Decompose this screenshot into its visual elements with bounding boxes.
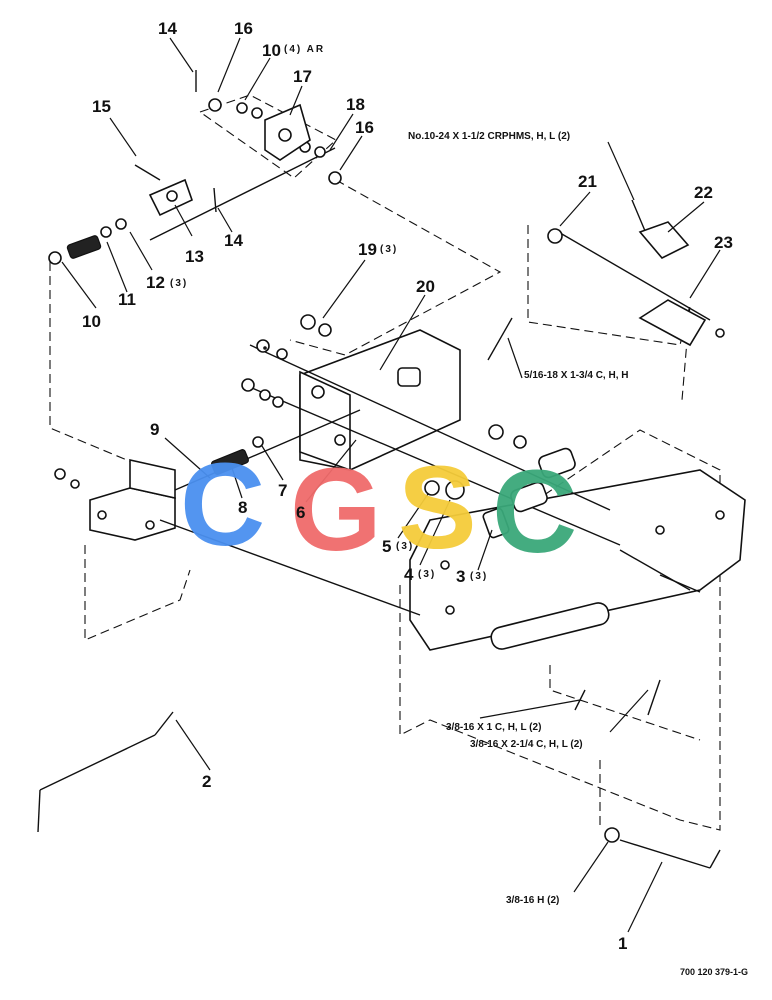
note-bolt-5-16: 5/16-18 X 1-3/4 C, H, H [524,370,629,381]
note-screw-10-24: No.10-24 X 1-1/2 CRPHMS, H, L (2) [408,131,570,142]
callout-2: 2 [202,772,211,791]
callout-5: 5 [382,537,391,556]
callout-5-qty: (3) [396,541,414,552]
yoke-17 [264,103,311,161]
callout-1: 1 [618,934,627,953]
callout-3: 3 [456,567,465,586]
callout-14-top: 14 [158,19,177,38]
callout-16-top: 16 [234,19,253,38]
spring-11 [66,235,102,259]
callout-8: 8 [238,498,247,517]
watermark-letter-g: G [290,444,382,576]
washers [48,98,563,500]
callout-11: 11 [118,290,136,309]
callout-4-qty: (3) [418,569,436,580]
watermark-letter-c2: C [492,446,577,578]
callout-18: 18 [346,95,365,114]
callout-22: 22 [694,183,713,202]
callout-21: 21 [578,172,597,191]
watermark-letter-s: S [398,442,477,574]
callout-17: 17 [293,67,312,86]
callout-15: 15 [92,97,111,116]
callout-10-top-qty: (4) AR [284,44,325,55]
callout-10-left: 10 [82,312,101,331]
callout-4: 4 [404,565,414,584]
watermark-letter-c1: C [180,439,265,571]
note-nut-3-8: 3/8-16 H (2) [506,895,559,906]
callout-9: 9 [150,420,159,439]
note-bolt-3-8-2: 3/8-16 X 2-1/4 C, H, L (2) [470,739,583,750]
callout-6: 6 [296,503,305,522]
shafts [149,147,711,616]
callout-labels: 14 16 10 (4) AR 17 15 18 16 14 13 12 (3)… [82,19,733,953]
callout-20: 20 [416,277,435,296]
note-bolt-3-8-1: 3/8-16 X 1 C, H, L (2) [446,722,541,733]
drawing-number: 700 120 379-1-G [680,967,748,977]
link-13 [148,178,193,217]
leader-lines [61,37,721,933]
callout-14-mid: 14 [224,231,243,250]
phantom-outlines [49,94,721,831]
callout-23: 23 [714,233,733,252]
frame-plate [299,329,461,472]
callout-19: 19 [358,240,377,259]
callout-3-qty: (3) [470,571,488,582]
callout-13: 13 [185,247,204,266]
spacers [397,367,576,539]
plate-22 [638,221,690,259]
callout-12: 12 [146,273,165,292]
mounting-bracket-left [89,459,176,541]
watermark: C G S C [180,439,577,578]
callout-10-top: 10 [262,41,281,60]
callout-16-right: 16 [355,118,374,137]
plate-23 [638,299,725,347]
callout-7: 7 [278,481,287,500]
hardware-notes: No.10-24 X 1-1/2 CRPHMS, H, L (2) 5/16-1… [408,131,629,906]
callout-19-qty: (3) [380,244,398,255]
callout-12-qty: (3) [170,278,188,289]
